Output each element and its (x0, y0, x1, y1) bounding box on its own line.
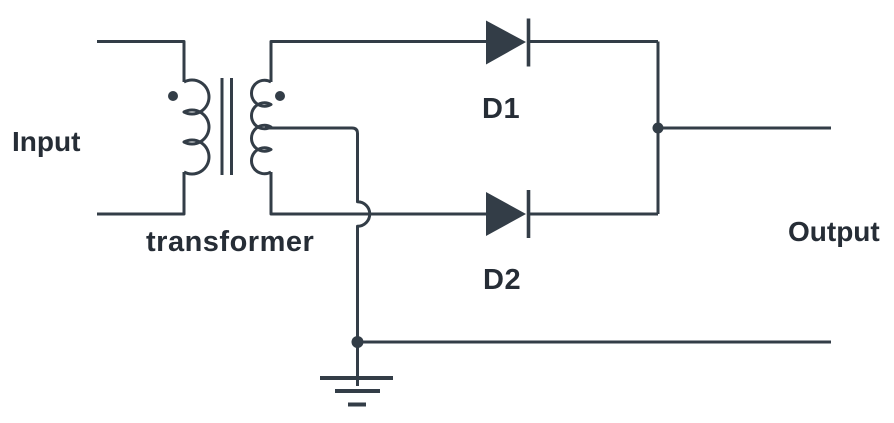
primary-polarity-dot (168, 91, 178, 101)
d1-label: D1 (482, 93, 520, 125)
d2-anode-triangle (486, 192, 526, 236)
primary-winding (182, 78, 211, 176)
input-bottom-wire (97, 172, 186, 216)
d1-anode-triangle (486, 20, 526, 65)
d2-label: D2 (483, 264, 521, 296)
transformer-label: transformer (146, 226, 314, 258)
output-wires (357, 41, 831, 344)
transformer-icon (168, 78, 285, 176)
input-wires (97, 40, 186, 216)
input-top-wire (97, 40, 186, 82)
center-tap-path (265, 126, 372, 342)
output-label: Output (788, 216, 880, 247)
d1-branch (269, 18, 658, 82)
diode-d1-icon (486, 18, 531, 67)
secondary-top-wire (269, 40, 486, 82)
ground-icon (320, 342, 393, 407)
input-label: Input (12, 126, 80, 157)
secondary-polarity-dot (275, 91, 285, 101)
secondary-bottom-wire (269, 172, 486, 216)
diode-d2-icon (486, 190, 531, 238)
output-junction-dot (652, 122, 664, 134)
d2-branch (269, 172, 658, 238)
